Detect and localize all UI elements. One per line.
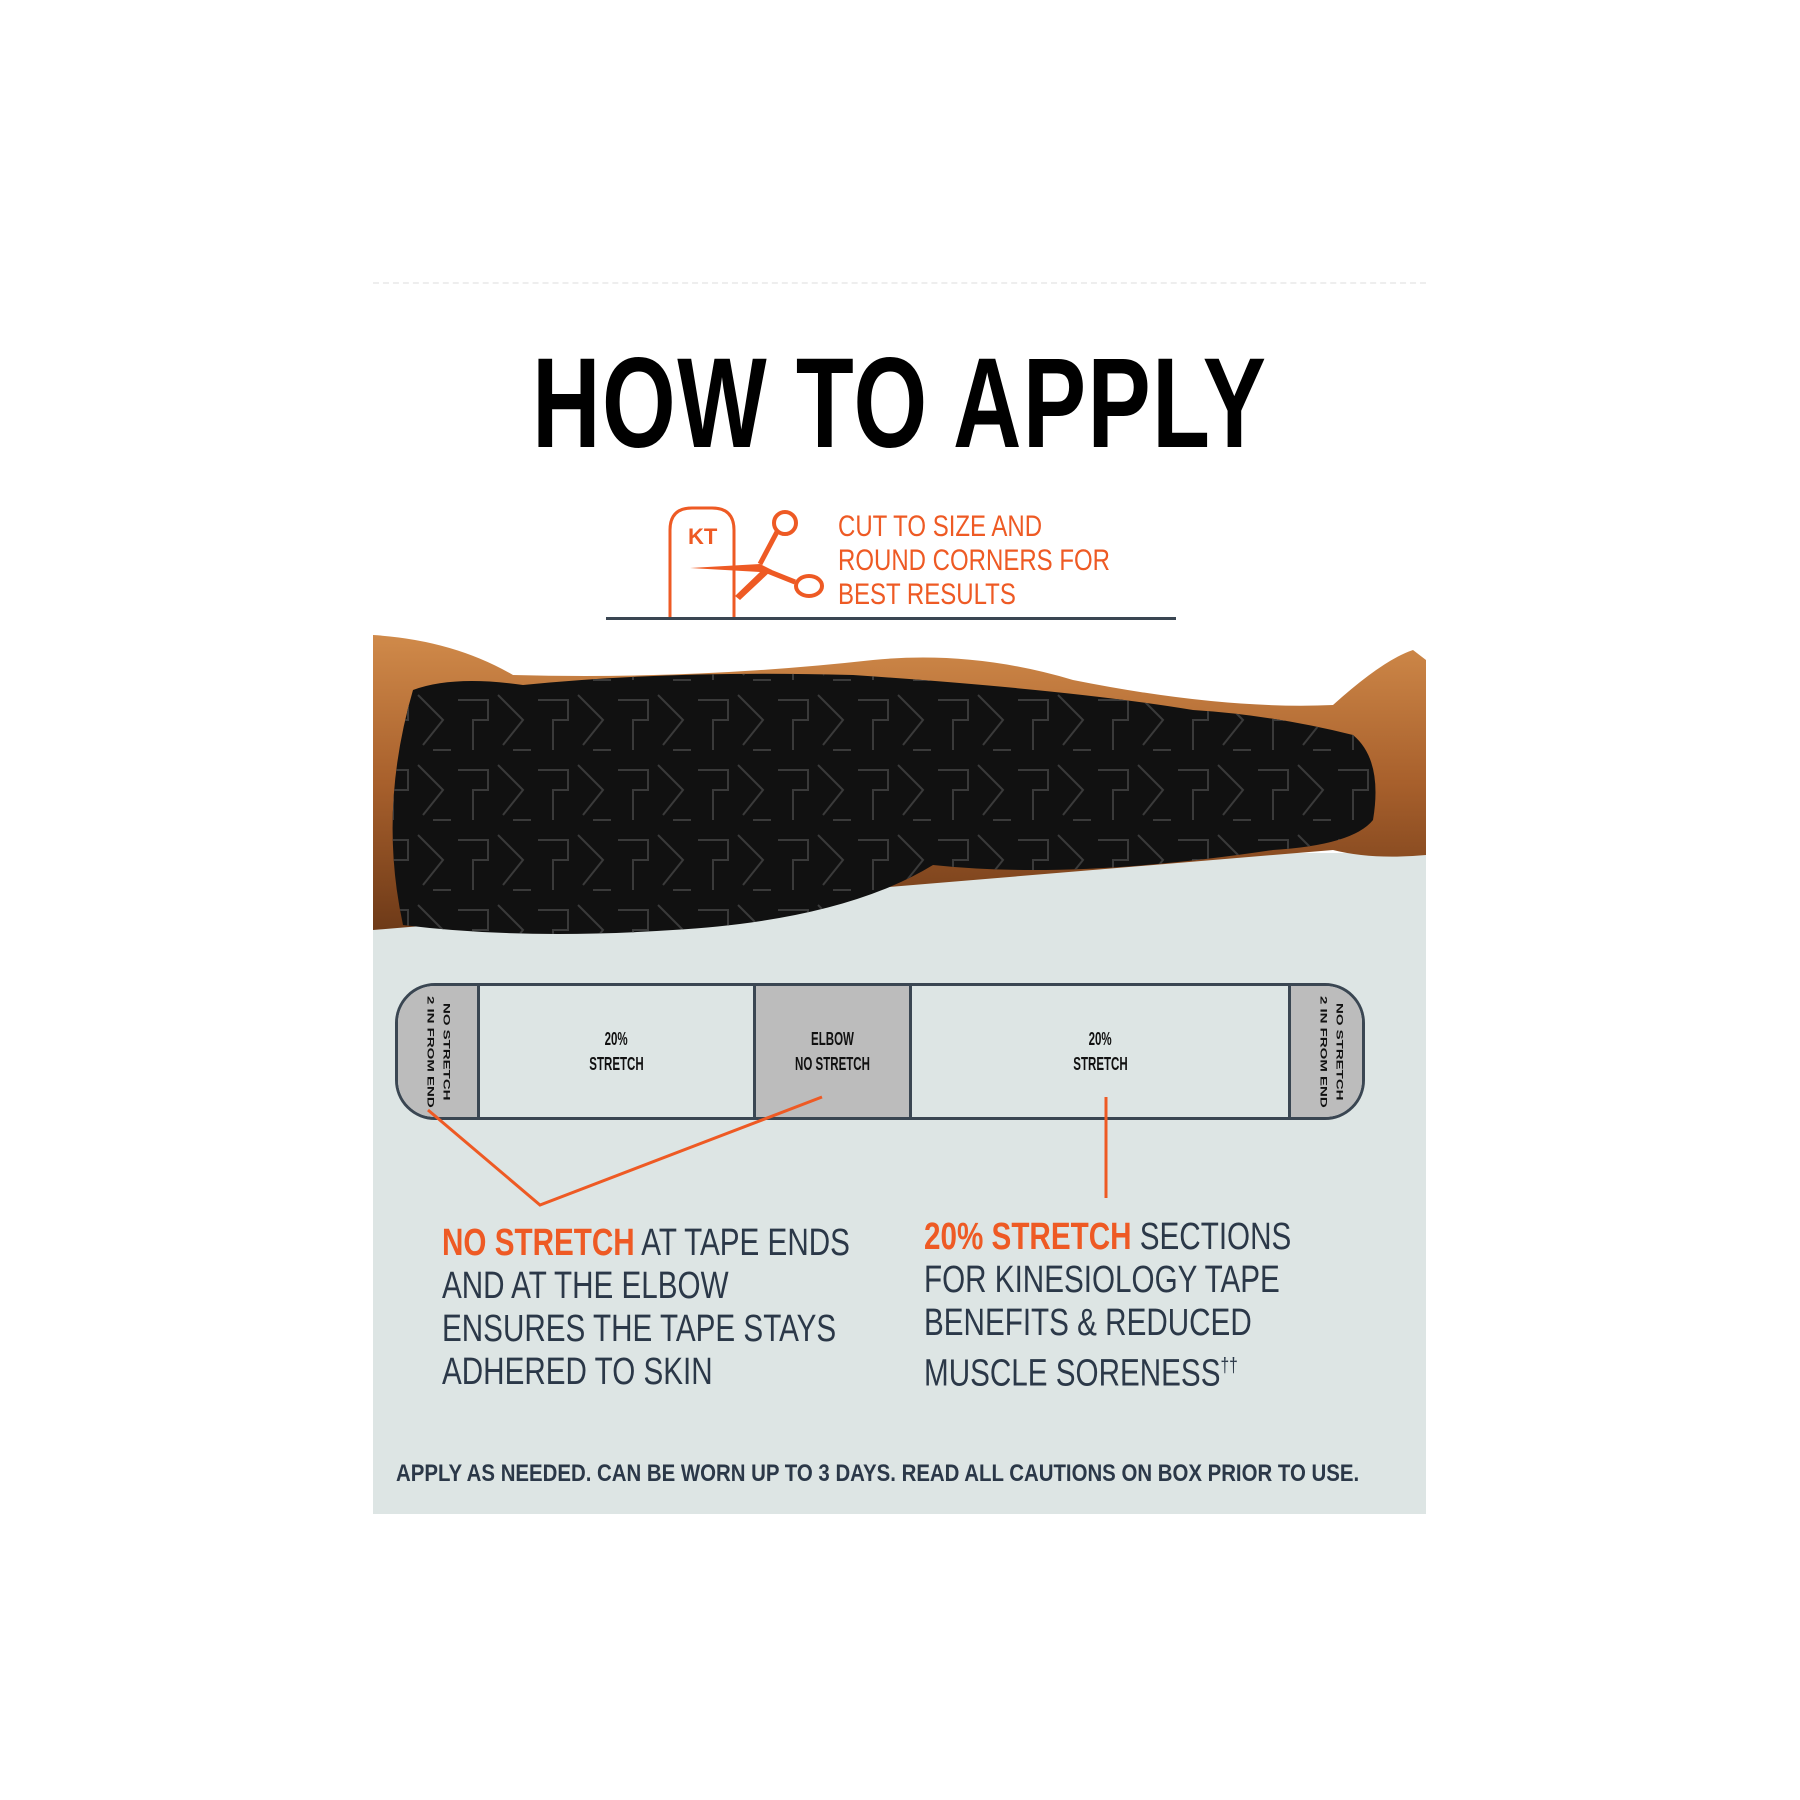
highlight-text: NO STRETCH (442, 1222, 635, 1264)
segment-label: STRETCH (589, 1053, 644, 1074)
right-end-segment: NO STRETCH 2 IN FROM END (1288, 986, 1362, 1117)
segment-label: NO STRETCH (795, 1053, 870, 1074)
segment-label: ELBOW (811, 1028, 854, 1049)
cut-line: CUT TO SIZE AND (838, 510, 1043, 543)
note-line: MUSCLE SORENESS (924, 1352, 1221, 1395)
segment-label: 2 IN FROM END (1317, 995, 1329, 1108)
kt-logo: KT (688, 524, 718, 549)
instruction-panel (373, 853, 1426, 1514)
note-text: SECTIONS (1131, 1216, 1292, 1258)
taped-arm-image (373, 635, 1426, 934)
segment-label: 2 IN FROM END (424, 995, 436, 1108)
elbow-segment: ELBOW NO STRETCH (753, 986, 912, 1117)
stretch-note: 20% STRETCH SECTIONS FOR KINESIOLOGY TAP… (924, 1216, 1395, 1396)
cut-line: ROUND CORNERS FOR (838, 544, 1111, 577)
highlight-text: 20% STRETCH (924, 1216, 1132, 1258)
note-line: AND AT THE ELBOW (442, 1265, 729, 1307)
page-title: HOW TO APPLY (373, 330, 1426, 477)
scissors-cutting-tape-icon: KT (668, 506, 824, 618)
tape-diagram: NO STRETCH 2 IN FROM END 20% STRETCH ELBOW… (395, 983, 1365, 1120)
segment-label: NO STRETCH (1333, 1002, 1345, 1101)
title-text: HOW TO APPLY (531, 332, 1268, 475)
cut-instruction: CUT TO SIZE AND ROUND CORNERS FOR BEST R… (838, 510, 1438, 612)
stretch-segment-2: 20% STRETCH (912, 986, 1288, 1117)
note-line: ENSURES THE TAPE STAYS (442, 1308, 837, 1350)
cut-line: BEST RESULTS (838, 578, 1016, 611)
segment-label: 20% (604, 1028, 629, 1049)
note-line: ADHERED TO SKIN (442, 1351, 713, 1393)
stretch-segment-1: 20% STRETCH (480, 986, 753, 1117)
segment-label: NO STRETCH (440, 1002, 452, 1101)
segment-label: 20% (1088, 1028, 1112, 1049)
no-stretch-note: NO STRETCH AT TAPE ENDS AND AT THE ELBOW… (442, 1222, 965, 1394)
note-line: BENEFITS & REDUCED (924, 1302, 1252, 1344)
note-line: FOR KINESIOLOGY TAPE (924, 1259, 1280, 1301)
footnote-mark: †† (1220, 1355, 1238, 1377)
top-divider (373, 282, 1426, 284)
footer-caution: APPLY AS NEEDED. CAN BE WORN UP TO 3 DAY… (396, 1460, 1360, 1487)
left-end-segment: NO STRETCH 2 IN FROM END (398, 986, 480, 1117)
note-text: AT TAPE ENDS (634, 1222, 850, 1264)
cut-underline (606, 617, 1176, 620)
segment-label: STRETCH (1072, 1053, 1128, 1074)
